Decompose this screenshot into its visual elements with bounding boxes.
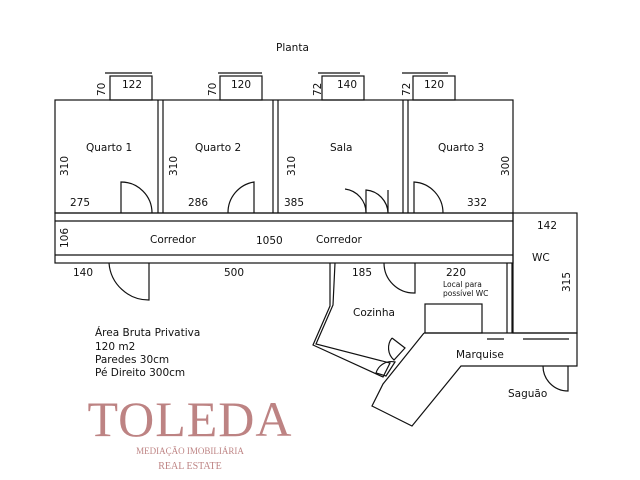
dim-quarto2-width: 286 [188,197,208,209]
info-area-label: Área Bruta Privativa [95,326,200,339]
room-sala: Sala [330,142,352,154]
watermark-brand: TOLEDA [87,391,292,447]
room-wc: WC [532,252,550,264]
dim-window2-height: 70 [207,83,219,96]
room-labels: Quarto 1 Quarto 2 Sala Quarto 3 Corredor… [86,142,550,400]
door-marquise-top [387,337,406,361]
dim-quarto1-height: 310 [59,156,71,176]
dimension-labels: 122 70 120 70 140 72 120 72 310 310 310 … [59,79,573,292]
door-quarto1 [120,181,153,214]
local-wc-line1: Local para [443,280,482,289]
room-quarto1: Quarto 1 [86,142,132,154]
dim-wc-height: 315 [561,272,573,292]
dim-window1-height: 70 [96,83,108,96]
room-quarto2: Quarto 2 [195,142,241,154]
door-sala [344,188,389,214]
info-area-value: 120 m2 [95,341,135,353]
room-quarto3: Quarto 3 [438,142,484,154]
watermark: TOLEDA MEDIAÇÃO IMOBILIÁRIA REAL ESTATE [87,391,292,472]
door-entrance [108,262,150,301]
dim-window4-height: 72 [401,83,413,96]
room-saguao: Saguão [508,388,547,400]
dim-quarto2-height: 310 [168,156,180,176]
info-walls: Paredes 30cm [95,354,169,366]
room-corredor-right: Corredor [316,234,363,246]
room-cozinha: Cozinha [353,307,395,319]
dim-quarto3-width: 332 [467,197,487,209]
watermark-line1: MEDIAÇÃO IMOBILIÁRIA [136,446,244,456]
dim-window4-width: 120 [424,79,444,91]
dim-sala-width: 385 [284,197,304,209]
dim-quarto1-width: 275 [70,197,90,209]
door-saguao [542,365,569,392]
local-wc-line2: possível WC [443,289,488,298]
door-marquise-bottom [375,360,396,377]
dim-window3-width: 140 [337,79,357,91]
door-cozinha [383,262,416,294]
cozinha-counter [424,303,483,334]
room-corredor-left: Corredor [150,234,197,246]
watermark-line2: REAL ESTATE [158,461,222,472]
dim-cozinha-185: 185 [352,267,372,279]
dim-window3-height: 72 [312,83,324,96]
dim-window1-width: 122 [122,79,142,91]
dim-wc-width: 142 [537,220,557,232]
dim-sala-height: 310 [286,156,298,176]
room-marquise: Marquise [456,349,504,361]
walls [54,72,578,427]
dim-corridor-length: 1050 [256,235,283,247]
plan-title: Planta [276,42,309,54]
dim-corridor-height: 106 [59,228,71,248]
info-ceiling-height: Pé Direito 300cm [95,367,185,379]
dim-window2-width: 120 [231,79,251,91]
door-quarto2 [227,181,255,214]
marquise-outline [371,332,578,427]
cozinha-wall [312,262,391,378]
door-quarto3 [413,181,444,214]
dim-bottom-140: 140 [73,267,93,279]
dim-cozinha-220: 220 [446,267,466,279]
dim-bottom-500: 500 [224,267,244,279]
dim-quarto3-height: 300 [500,156,512,176]
info-block: Área Bruta Privativa 120 m2 Paredes 30cm… [95,326,200,379]
